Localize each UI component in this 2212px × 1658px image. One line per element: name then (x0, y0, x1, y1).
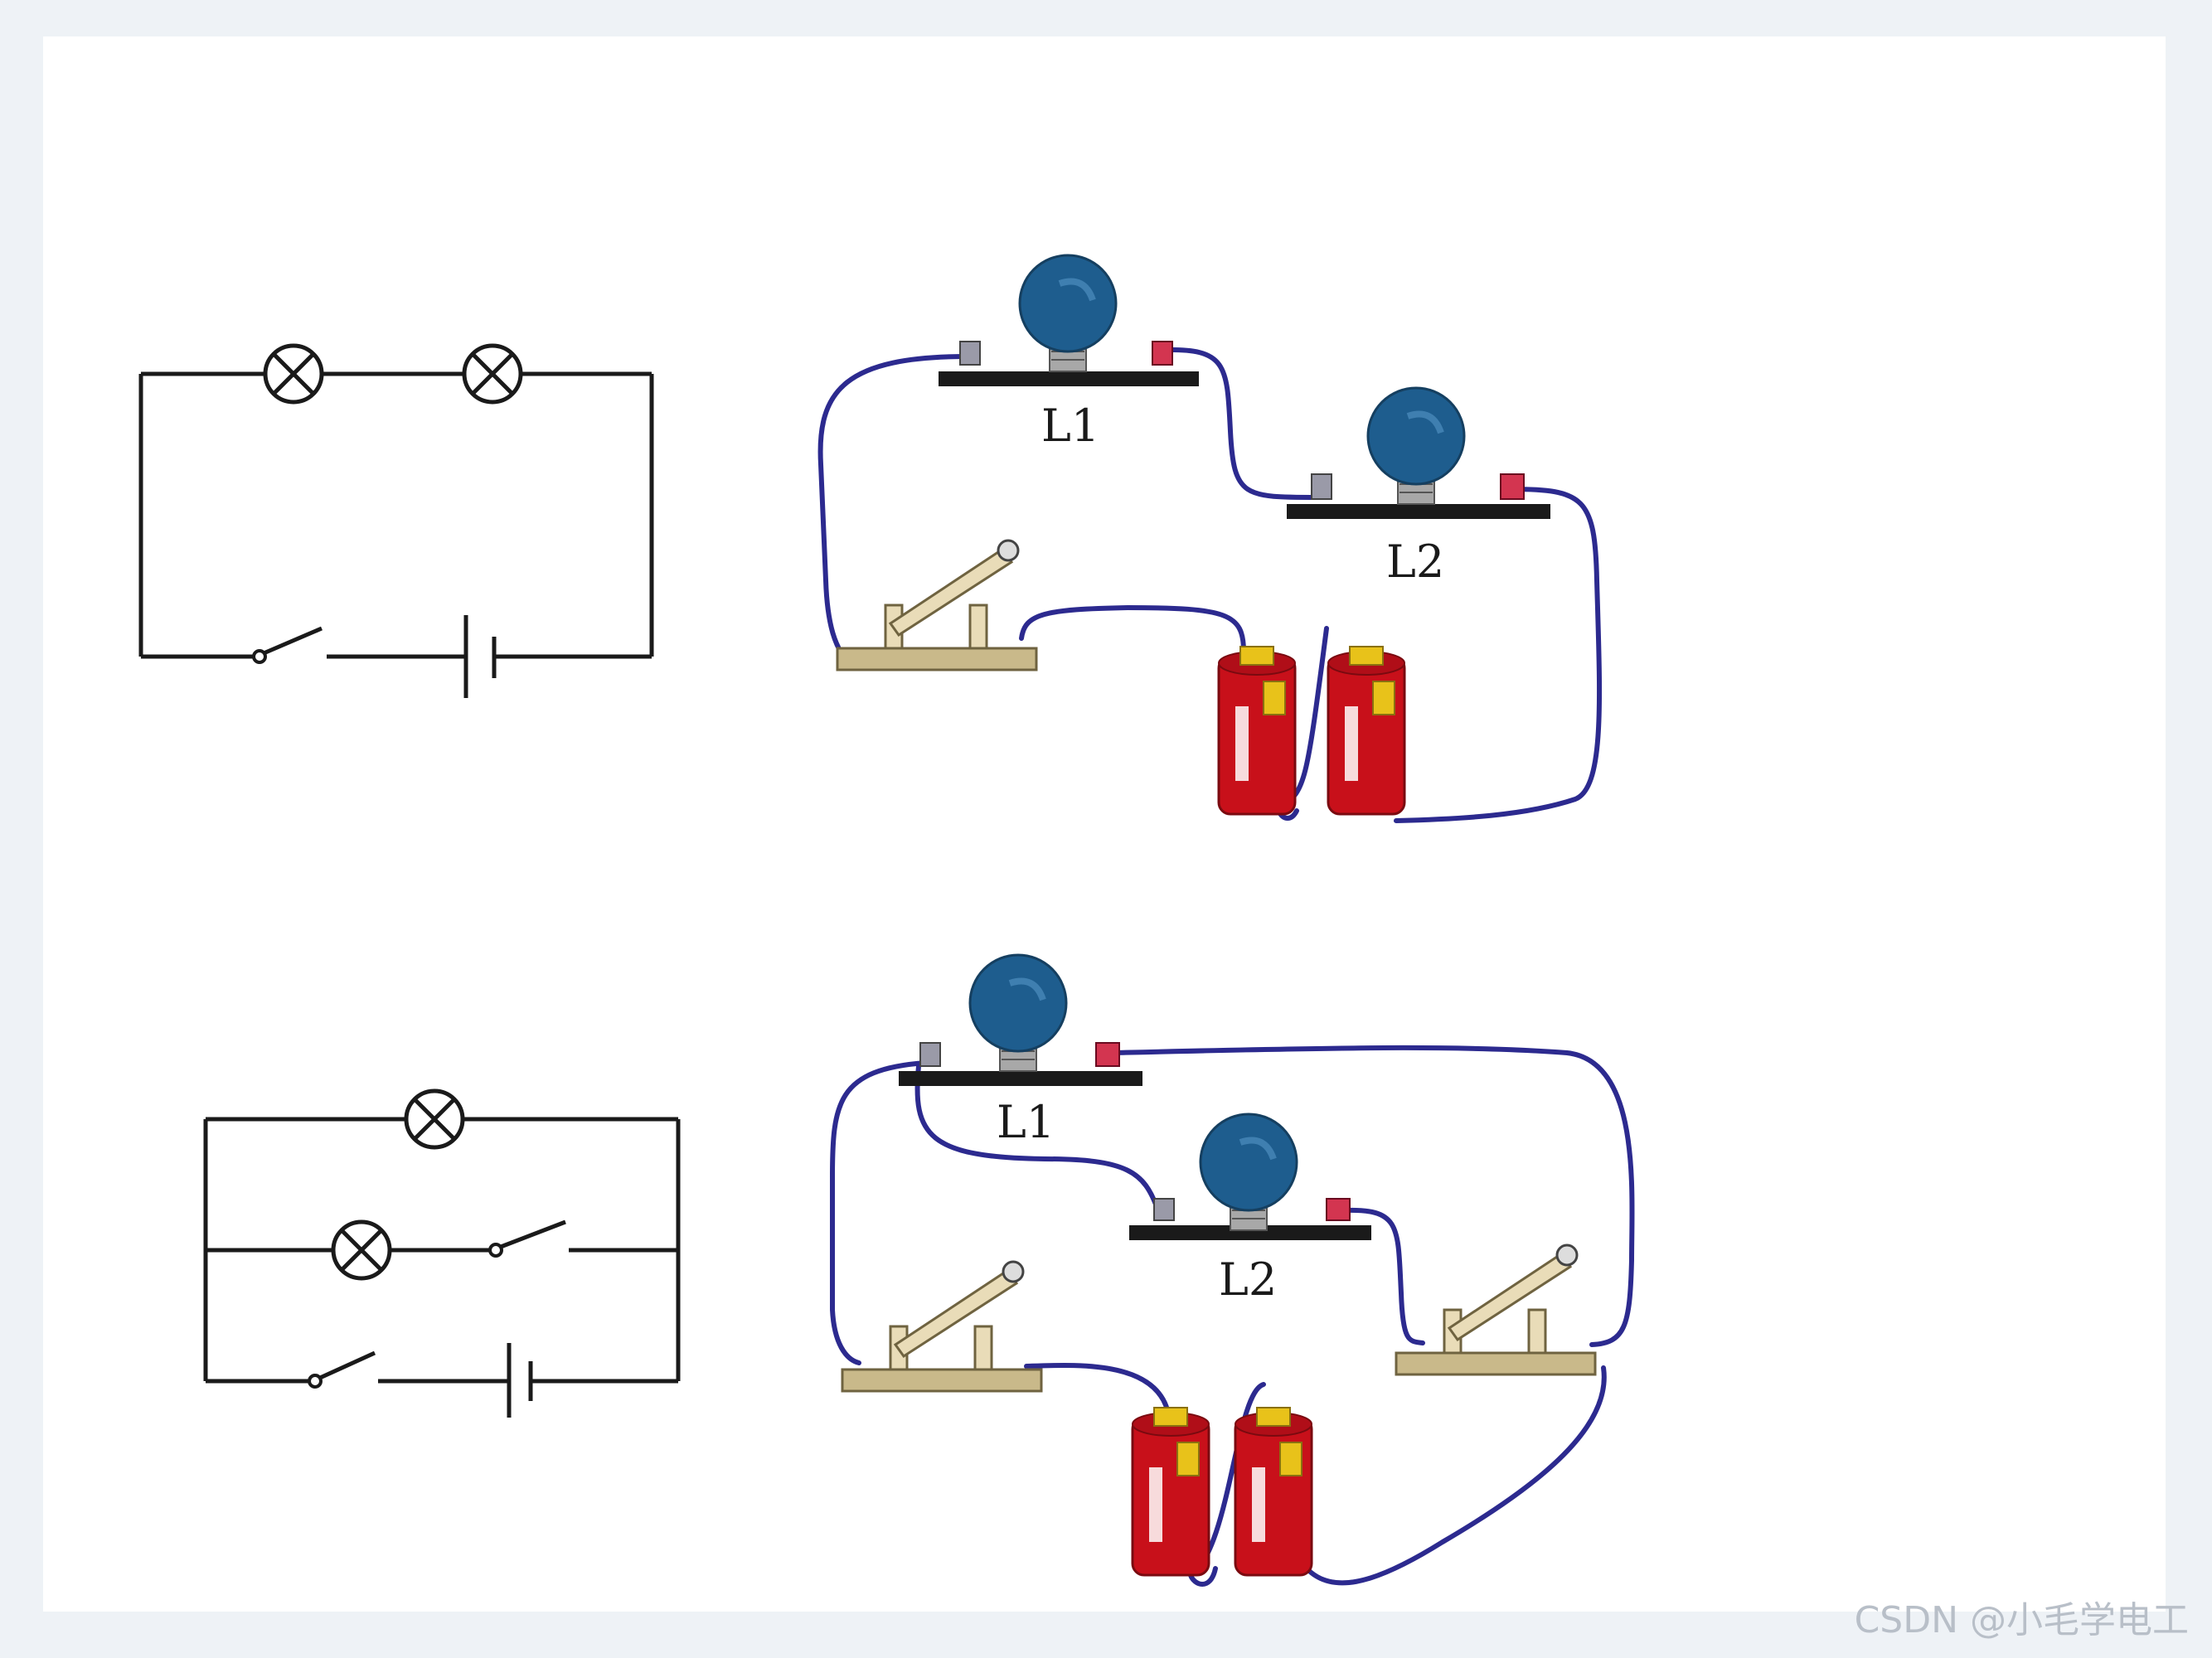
l2b-base (1129, 1225, 1371, 1240)
switch-main[interactable] (841, 1260, 1043, 1393)
series-schematic (138, 371, 654, 698)
switch-branch[interactable] (1395, 1244, 1597, 1376)
lamp-symbol-2 (464, 346, 521, 402)
battery-bottom-1 (1131, 1406, 1210, 1577)
lamp-symbol-4 (333, 1222, 390, 1278)
battery-top-1 (1217, 645, 1297, 816)
battery-bottom-2 (1234, 1406, 1313, 1577)
parallel-schematic (203, 1117, 681, 1418)
battery-top-2 (1327, 645, 1406, 816)
lamp-symbol-1 (265, 346, 322, 402)
bulb-l2-parallel (1201, 1114, 1297, 1230)
bulb-l1 (1020, 255, 1116, 371)
label-l2-parallel: L2 (1219, 1253, 1277, 1306)
label-l1: L1 (1041, 400, 1099, 452)
l1b-base (899, 1071, 1142, 1086)
watermark: CSDN @小毛学电工 (1854, 1599, 2189, 1641)
l1-base (939, 371, 1199, 386)
label-l2: L2 (1386, 536, 1444, 588)
lamp-symbol-3 (406, 1091, 463, 1147)
label-l1-parallel: L1 (997, 1096, 1055, 1148)
bulb-l1-parallel (970, 955, 1066, 1071)
l2-base (1287, 504, 1550, 519)
switch-top[interactable] (836, 539, 1038, 671)
series-wires (817, 347, 1603, 823)
bulb-l2 (1368, 388, 1464, 504)
parallel-wires (830, 1045, 1635, 1587)
